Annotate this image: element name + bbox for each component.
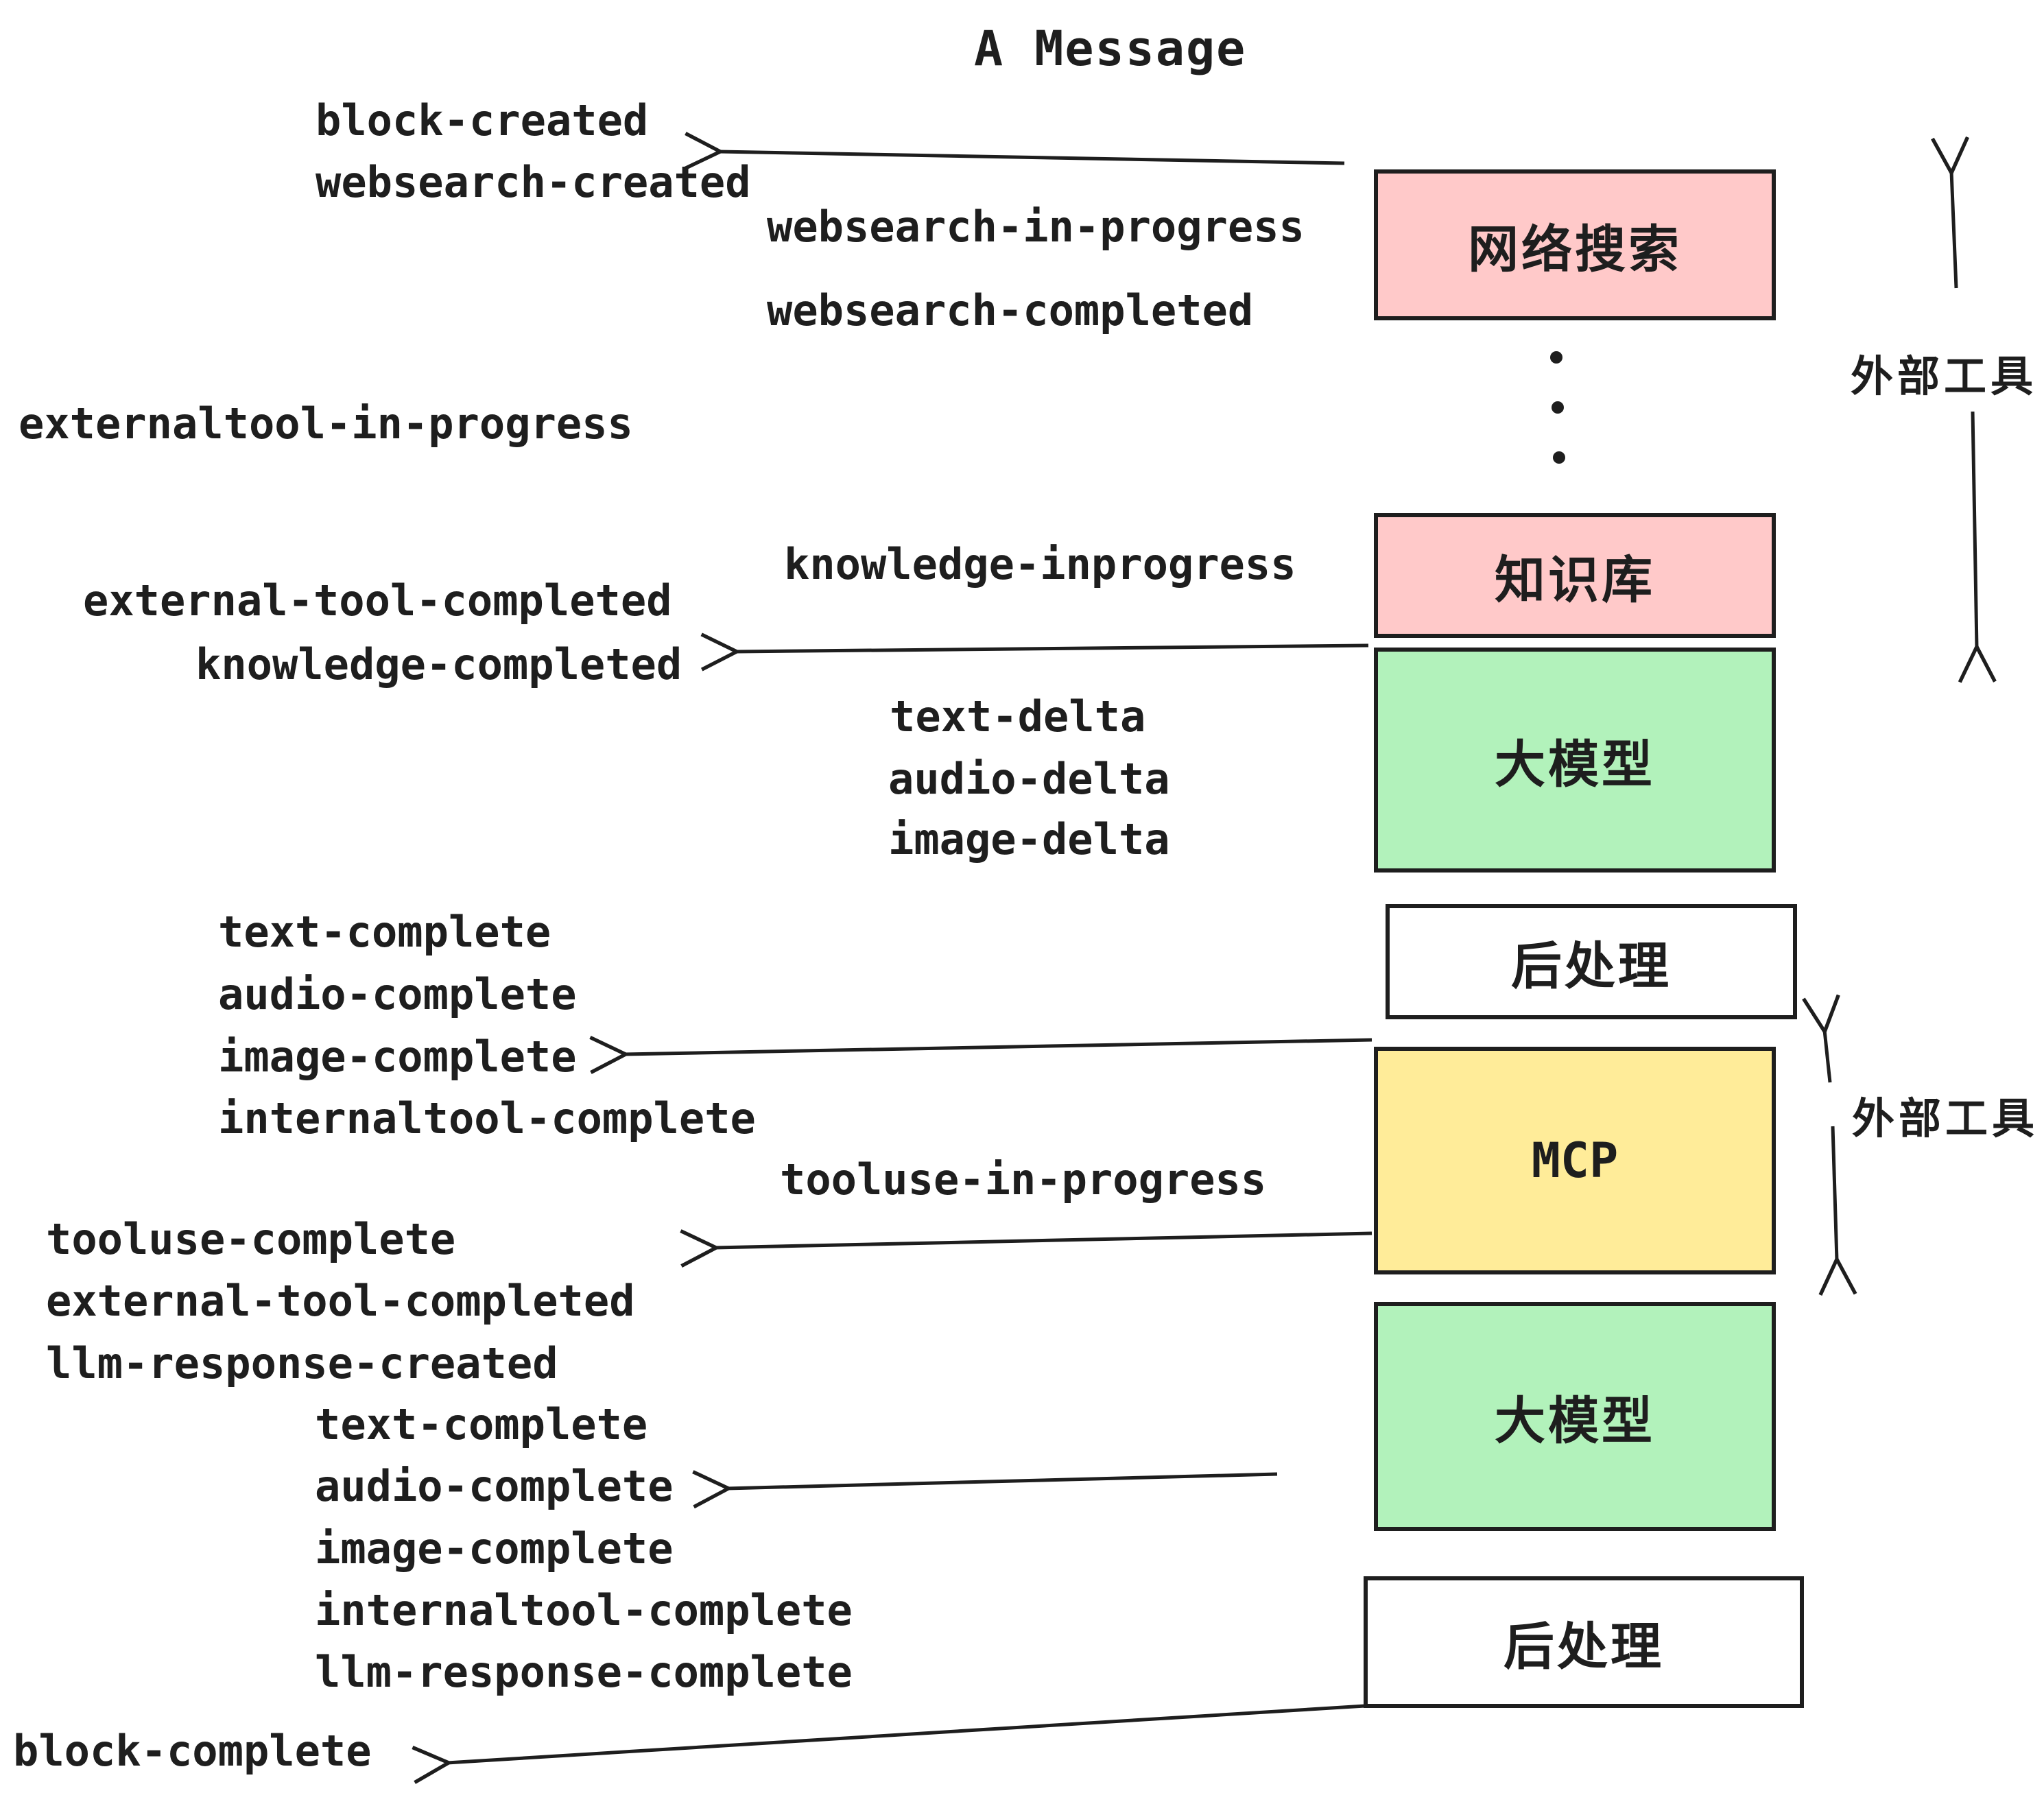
- box-knowledge: 知识库: [1374, 513, 1776, 638]
- box-llm-2-label: 大模型: [1495, 1391, 1655, 1451]
- event-websearch-completed: websearch-completed: [767, 285, 1254, 335]
- event-websearch-in-progress: websearch-in-progress: [767, 202, 1305, 252]
- event-knowledge-completed: knowledge-completed: [195, 639, 682, 689]
- arrow-audio-complete: [692, 1470, 1278, 1509]
- ellipsis-dot-1: [1550, 351, 1562, 364]
- box-mcp: MCP: [1374, 1047, 1776, 1274]
- box-websearch: 网络搜索: [1374, 169, 1776, 320]
- arrow-block-complete: [412, 1704, 1366, 1784]
- event-knowledge-inprogress: knowledge-inprogress: [784, 539, 1296, 589]
- event-image-complete-1: image-complete: [218, 1032, 577, 1082]
- event-tooluse-complete: tooluse-complete: [46, 1214, 456, 1264]
- arrow-external-tools-mcp-up: [1802, 994, 1840, 1083]
- event-llm-response-created: llm-response-created: [46, 1338, 558, 1388]
- event-audio-delta-1: audio-delta: [888, 754, 1170, 804]
- box-postprocess-1-label: 后处理: [1511, 936, 1672, 996]
- event-llm-response-complete: llm-response-complete: [315, 1647, 853, 1697]
- event-text-delta-1: text-delta: [890, 691, 1146, 741]
- event-externaltool-in-progress: externaltool-in-progress: [19, 399, 633, 449]
- external-tools-label-top: 外部工具: [1851, 351, 2038, 401]
- event-external-tool-completed-2: external-tool-completed: [46, 1276, 635, 1326]
- event-audio-complete-1: audio-complete: [218, 969, 577, 1019]
- diagram-title: A Message: [974, 21, 1247, 77]
- box-llm-2: 大模型: [1374, 1302, 1776, 1531]
- event-internaltool-complete-2: internaltool-complete: [315, 1585, 853, 1635]
- event-internaltool-complete-1: internaltool-complete: [218, 1093, 756, 1143]
- event-image-delta-1: image-delta: [888, 814, 1170, 864]
- box-postprocess-2: 后处理: [1364, 1576, 1804, 1708]
- arrow-image-complete: [589, 1035, 1372, 1074]
- event-block-complete: block-complete: [13, 1726, 372, 1776]
- ellipsis-dot-3: [1553, 451, 1565, 464]
- box-knowledge-label: 知识库: [1495, 550, 1655, 610]
- event-audio-complete-2: audio-complete: [315, 1461, 674, 1511]
- event-block-created: block-created: [316, 95, 649, 145]
- box-llm-1: 大模型: [1374, 648, 1776, 873]
- event-websearch-created: websearch-created: [316, 157, 751, 207]
- arrow-knowledge-completed: [700, 632, 1369, 672]
- event-tooluse-in-progress: tooluse-in-progress: [780, 1154, 1267, 1204]
- box-llm-1-label: 大模型: [1495, 735, 1655, 794]
- box-postprocess-2-label: 后处理: [1504, 1617, 1664, 1676]
- box-postprocess-1: 后处理: [1386, 904, 1797, 1019]
- arrow-websearch-created: [684, 132, 1345, 171]
- arrow-external-tools-top-down: [1958, 411, 1997, 683]
- ellipsis-dot-2: [1552, 401, 1564, 414]
- arrow-tooluse-complete: [680, 1229, 1372, 1268]
- box-websearch-label: 网络搜索: [1468, 219, 1682, 279]
- event-text-complete-2: text-complete: [315, 1399, 648, 1449]
- event-image-complete-2: image-complete: [315, 1523, 674, 1574]
- external-tools-label-mcp: 外部工具: [1852, 1093, 2039, 1143]
- event-text-complete-1: text-complete: [218, 907, 551, 957]
- box-mcp-label: MCP: [1531, 1132, 1619, 1189]
- arrow-external-tools-top-up: [1931, 136, 1969, 289]
- event-external-tool-completed-1: external-tool-completed: [83, 575, 672, 626]
- arrow-external-tools-mcp-down: [1818, 1126, 1857, 1296]
